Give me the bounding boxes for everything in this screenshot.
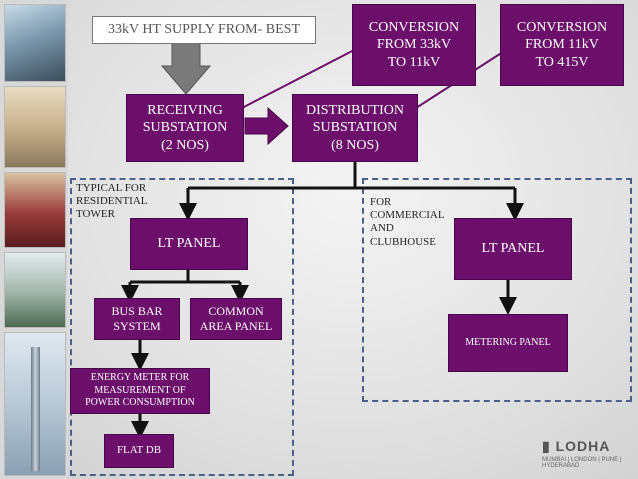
common-area-box: COMMON AREA PANEL bbox=[190, 298, 282, 340]
flat-db-box: FLAT DB bbox=[104, 434, 174, 468]
conversion-11-415-box: CONVERSION FROM 11kV TO 415V bbox=[500, 4, 624, 86]
logo-brand: LODHA bbox=[555, 438, 611, 454]
logo-bars-icon: ▮ bbox=[542, 438, 551, 454]
bus-bar-box: BUS BAR SYSTEM bbox=[94, 298, 180, 340]
commercial-label: FOR COMMERCIAL AND CLUBHOUSE bbox=[370, 196, 445, 248]
supply-box: 33kV HT SUPPLY FROM- BEST bbox=[92, 16, 316, 44]
photo-sidebar bbox=[0, 0, 68, 479]
conversion-33-11-box: CONVERSION FROM 33kV TO 11kV bbox=[352, 4, 476, 86]
lt-panel-left-box: LT PANEL bbox=[130, 218, 248, 270]
conversion-33-11-pointer bbox=[241, 47, 359, 109]
energy-meter-box: ENERGY METER FOR MEASUREMENT OF POWER CO… bbox=[70, 368, 210, 414]
commercial-group bbox=[362, 178, 632, 402]
lt-panel-right-box: LT PANEL bbox=[454, 218, 572, 280]
building-photo-1 bbox=[4, 4, 66, 82]
logo-cities: MUMBAI | LONDON | PUNE | HYDERABAD bbox=[542, 457, 622, 469]
supply-down-arrow bbox=[160, 41, 212, 95]
person-photo bbox=[4, 172, 66, 248]
residential-label: TYPICAL FOR RESIDENTIAL TOWER bbox=[76, 182, 148, 221]
lodha-logo: ▮ LODHA MUMBAI | LONDON | PUNE | HYDERAB… bbox=[542, 438, 638, 469]
residential-group bbox=[70, 178, 294, 476]
metering-panel-box: METERING PANEL bbox=[448, 314, 568, 372]
building-photo-3 bbox=[4, 252, 66, 328]
distribution-substation-box: DISTRIBUTION SUBSTATION (8 NOS) bbox=[292, 94, 418, 162]
receiving-substation-box: RECEIVING SUBSTATION (2 NOS) bbox=[126, 94, 244, 162]
receiving-to-distribution-arrow bbox=[244, 106, 289, 146]
tower-photo bbox=[4, 332, 66, 476]
building-photo-2 bbox=[4, 86, 66, 168]
